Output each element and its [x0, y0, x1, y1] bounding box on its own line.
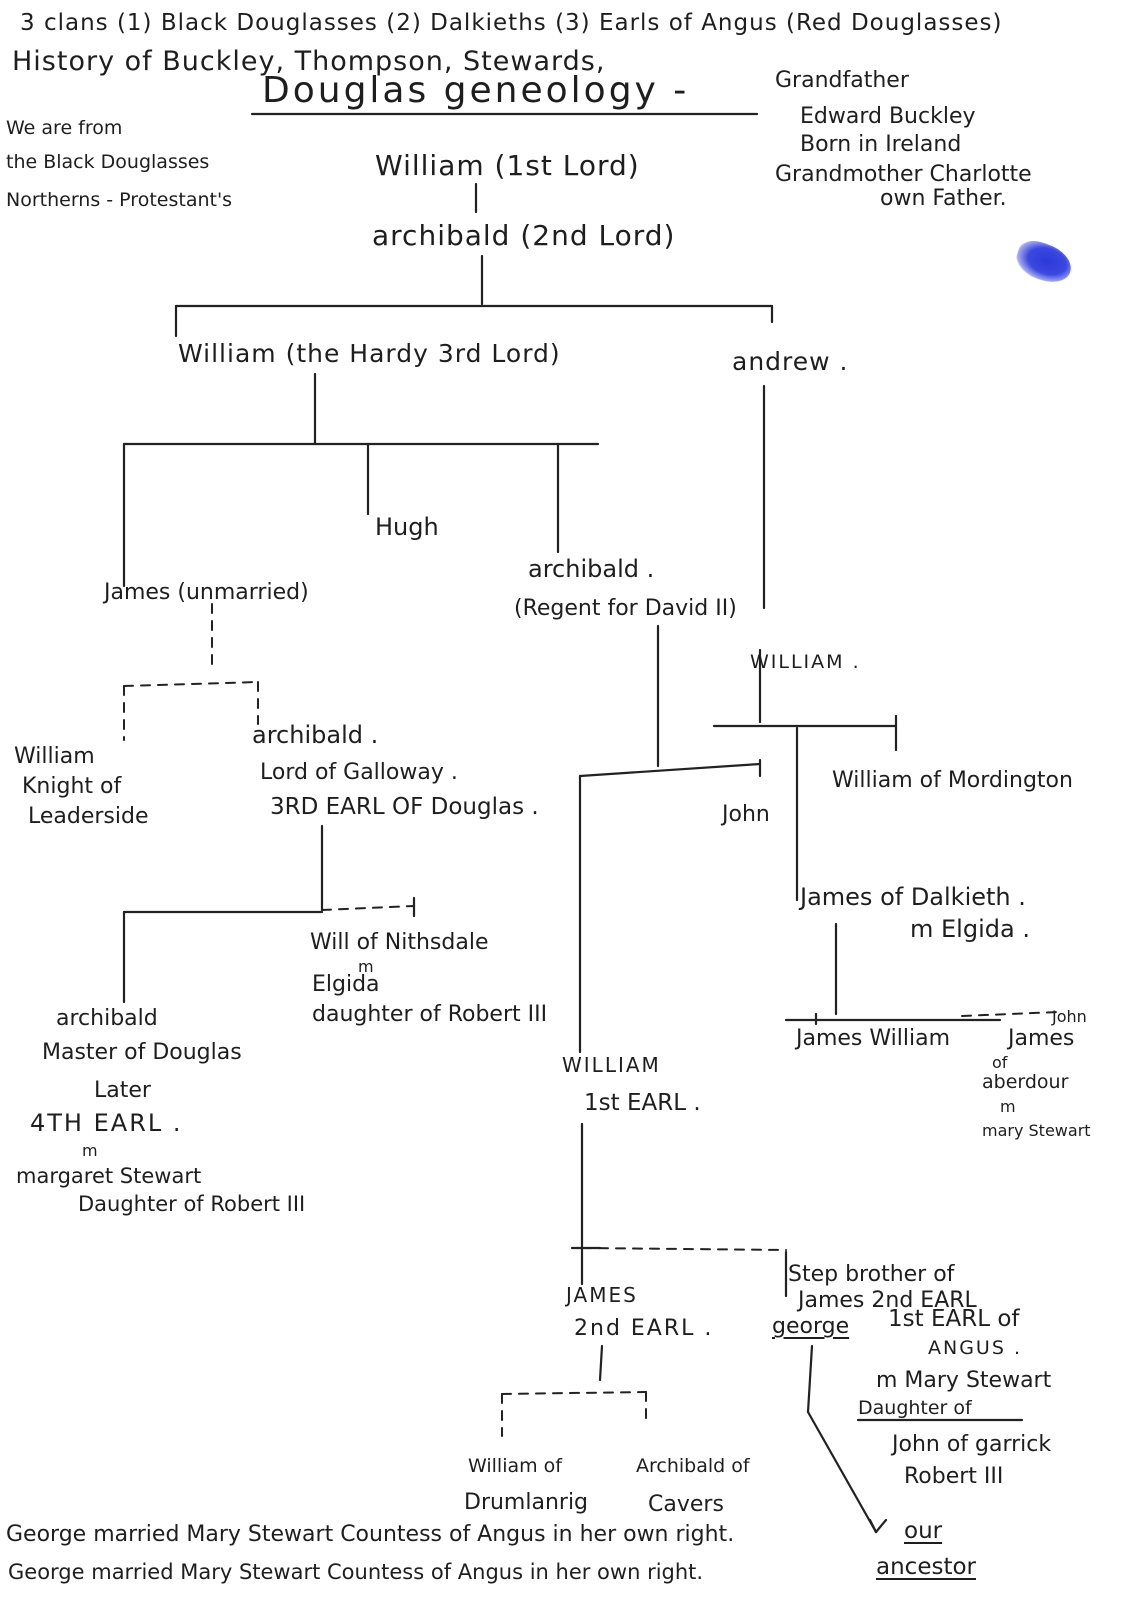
archibald-master-4: 4TH EARL . — [30, 1109, 183, 1137]
archibald-regent-2: (Regent for David II) — [514, 596, 737, 621]
james-dalkieth-2: m Elgida . — [910, 915, 1030, 943]
archibald-master-7: Daughter of Robert III — [78, 1192, 306, 1216]
will-nithsdale-3: Elgida — [312, 972, 380, 997]
archibald-2nd-lord: archibald (2nd Lord) — [372, 219, 676, 252]
our-ancestor-1: our — [904, 1518, 943, 1544]
archibald-cavers-1: Archibald of — [636, 1455, 750, 1477]
william-the-hardy: William (the Hardy 3rd Lord) — [178, 339, 561, 368]
left-note-2: the Black Douglasses — [6, 151, 210, 173]
archibald-galloway-1: archibald . — [252, 721, 379, 749]
john: John — [722, 802, 770, 827]
hugh: Hugh — [375, 513, 439, 541]
archibald-regent-1: archibald . — [528, 555, 655, 583]
john-aberdour-4: aberdour — [982, 1071, 1069, 1093]
james-dalkieth-1: James of Dalkieth . — [800, 883, 1026, 911]
william-drumlanrig-2: Drumlanrig — [464, 1490, 589, 1515]
archibald-master-2: Master of Douglas — [42, 1040, 242, 1065]
william-dalkeith: WILLIAM . — [750, 651, 861, 673]
john-aberdour-2: James — [1008, 1026, 1075, 1051]
grandfather-note-4: Grandmother Charlotte — [775, 162, 1032, 187]
john-aberdour-6: mary Stewart — [982, 1121, 1091, 1140]
george: george — [772, 1314, 850, 1339]
our-ancestor-2: ancestor — [876, 1554, 976, 1580]
footer-line-2: George married Mary Stewart Countess of … — [8, 1560, 704, 1584]
earl-angus-1: 1st EARL of — [888, 1306, 1020, 1332]
archibald-galloway-2: Lord of Galloway . — [260, 760, 458, 785]
footer-line-1: George married Mary Stewart Countess of … — [6, 1522, 735, 1547]
william-mordington: William of Mordington — [832, 768, 1073, 793]
james-unmarried: James (unmarried) — [104, 580, 309, 605]
william-knight-2: Knight of — [22, 774, 122, 799]
andrew: andrew . — [732, 347, 849, 376]
john-aberdour-1: John — [1052, 1007, 1087, 1026]
william-1st-earl-1: WILLIAM — [562, 1053, 661, 1077]
archibald-master-1: archibald — [56, 1006, 158, 1031]
step-brother-1: Step brother of — [788, 1262, 955, 1287]
archibald-cavers-2: Cavers — [648, 1492, 724, 1517]
william-knight-3: Leaderside — [28, 804, 149, 829]
william-1st-earl-2: 1st EARL . — [584, 1090, 701, 1116]
archibald-master-5: m — [82, 1141, 98, 1160]
will-nithsdale-2: m — [358, 957, 374, 976]
earl-angus-5: John of garrick — [892, 1432, 1052, 1457]
john-aberdour-5: m — [1000, 1097, 1016, 1116]
clans-line: 3 clans (1) Black Douglasses (2) Dalkiet… — [20, 10, 1003, 36]
james-william: James William — [796, 1026, 951, 1051]
archibald-galloway-3: 3RD EARL OF Douglas . — [270, 794, 539, 820]
will-nithsdale-4: daughter of Robert III — [312, 1002, 548, 1027]
earl-angus-3: m Mary Stewart — [876, 1368, 1052, 1393]
page-title: Douglas geneology - — [262, 70, 690, 111]
archibald-master-3: Later — [94, 1078, 151, 1103]
archibald-master-6: margaret Stewart — [16, 1164, 202, 1188]
history-line: History of Buckley, Thompson, Stewards, — [12, 46, 606, 77]
grandfather-note-3: Born in Ireland — [800, 132, 962, 157]
james-2nd-earl-2: 2nd EARL . — [574, 1316, 714, 1341]
earl-angus-4: Daughter of — [858, 1397, 972, 1419]
john-aberdour-3: of — [992, 1053, 1008, 1072]
step-brother-2: James 2nd EARL — [798, 1288, 977, 1313]
william-knight-1: William — [14, 744, 95, 769]
grandfather-note-1: Grandfather — [775, 68, 909, 93]
grandfather-note-5: own Father. — [880, 186, 1007, 211]
left-note-3: Northerns - Protestant's — [6, 189, 233, 211]
earl-angus-2: ANGUS . — [928, 1337, 1022, 1359]
james-2nd-earl-1: JAMES — [566, 1283, 638, 1307]
william-1st-lord: William (1st Lord) — [375, 149, 640, 182]
grandfather-note-2: Edward Buckley — [800, 104, 976, 129]
will-nithsdale-1: Will of Nithsdale — [310, 930, 489, 955]
william-drumlanrig-1: William of — [468, 1455, 562, 1477]
earl-angus-6: Robert III — [904, 1464, 1004, 1489]
left-note-1: We are from — [6, 117, 123, 139]
